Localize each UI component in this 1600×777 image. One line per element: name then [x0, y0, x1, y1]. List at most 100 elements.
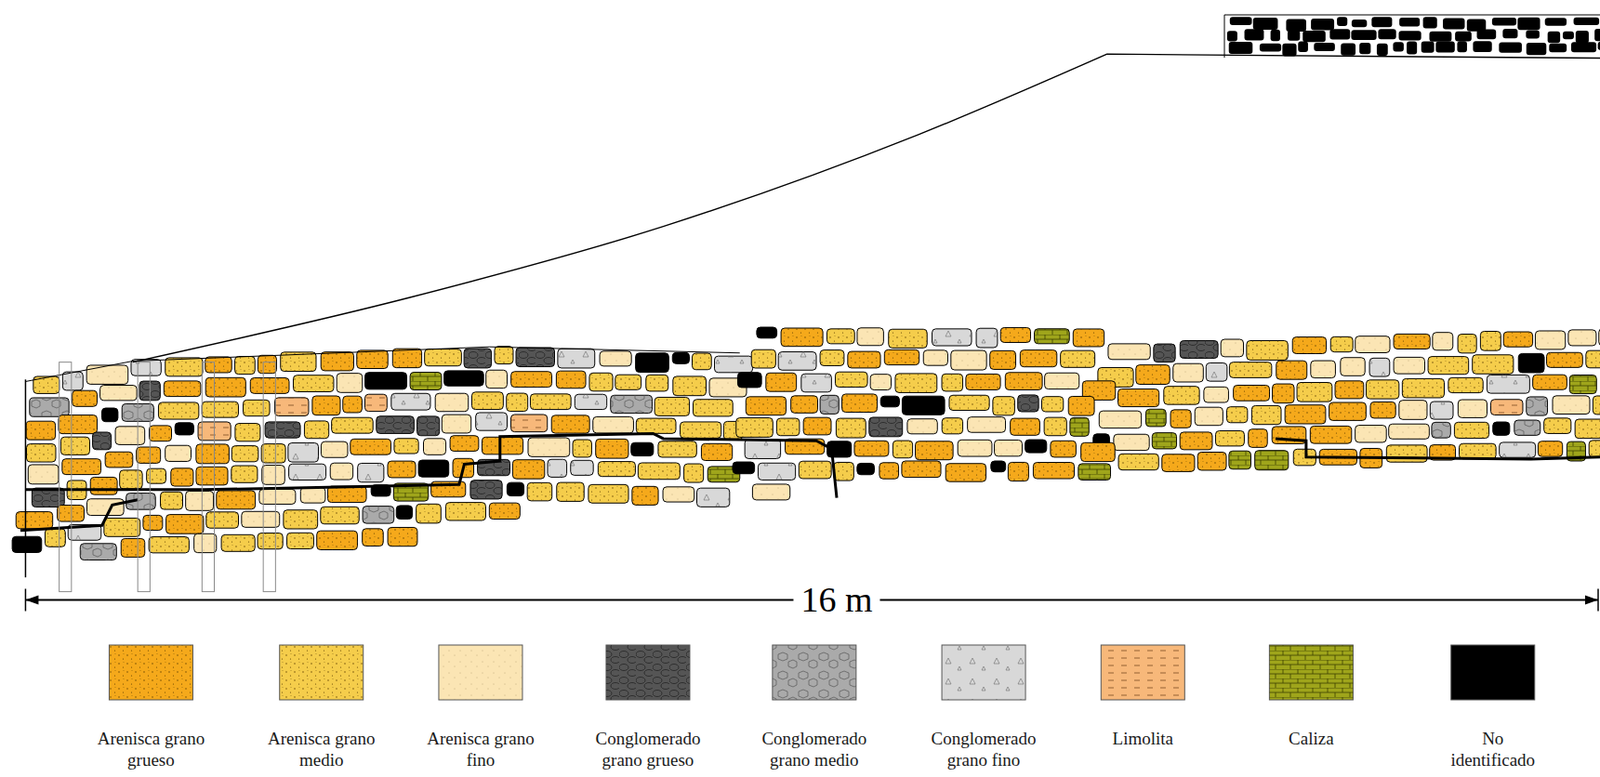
stone: [892, 440, 913, 459]
stone-fill: [895, 373, 938, 394]
stone-texture: [1179, 432, 1213, 450]
stone: [557, 348, 596, 369]
stone-fill: [778, 352, 817, 371]
stone: [444, 370, 485, 386]
stone-fill: [1098, 410, 1141, 428]
stone: [593, 416, 635, 434]
stone: [556, 482, 584, 502]
stone-texture: [1431, 422, 1451, 438]
stone: [528, 437, 570, 457]
stone: [1493, 422, 1510, 436]
stone-fill: [1272, 383, 1295, 404]
stone-texture: [160, 491, 184, 510]
stone-texture: [86, 499, 124, 516]
stone-texture: [1329, 402, 1367, 421]
stone-fill: [115, 426, 146, 446]
stone: [357, 462, 384, 482]
stone-texture: [635, 353, 670, 373]
stone-texture: [102, 408, 119, 423]
stone: [1220, 339, 1243, 358]
stone-texture: [801, 373, 833, 393]
stone-fill: [631, 442, 654, 456]
upper-stone: [1253, 17, 1279, 30]
stone-fill: [803, 417, 832, 436]
stone-texture: [1044, 417, 1067, 437]
stone-texture: [819, 395, 839, 414]
stone: [941, 373, 964, 392]
stone-texture: [1514, 420, 1541, 436]
stone-texture: [231, 446, 259, 463]
stone-fill: [635, 418, 676, 434]
stone: [572, 439, 592, 458]
stone-fill: [58, 415, 98, 435]
stone: [570, 460, 594, 476]
stone-texture: [158, 402, 199, 420]
stone-fill: [160, 491, 184, 510]
stone-texture: [990, 350, 1017, 370]
stone: [1534, 330, 1565, 350]
stone-texture: [1070, 417, 1089, 437]
stone-texture: [1229, 450, 1252, 470]
stone-texture: [362, 506, 395, 524]
upper-stone: [1270, 29, 1281, 42]
stone-texture: [471, 392, 503, 410]
stone: [697, 488, 730, 507]
stone-texture: [1499, 442, 1536, 458]
stone-fill: [1457, 334, 1477, 354]
stone-fill: [1153, 343, 1176, 363]
stone-texture: [136, 447, 161, 463]
swatch-texture: [1100, 645, 1185, 701]
stone: [216, 490, 256, 510]
stone-fill: [44, 528, 66, 547]
stone-fill: [494, 346, 514, 365]
upper-stone: [1350, 29, 1376, 40]
stone-fill: [62, 371, 83, 391]
stone: [1330, 336, 1353, 352]
stone-fill: [1518, 353, 1545, 373]
stone-fill: [801, 373, 833, 393]
stone-texture: [57, 505, 85, 523]
stone: [684, 463, 704, 483]
stone: [835, 418, 866, 438]
stone-texture: [235, 356, 256, 374]
stone-fill: [26, 421, 56, 440]
stone-texture: [1233, 384, 1270, 401]
stone-texture: [79, 543, 117, 561]
stone-texture: [1429, 401, 1454, 420]
stone-fill: [757, 462, 795, 480]
stone-texture: [1025, 439, 1047, 453]
upper-stone: [1562, 31, 1574, 40]
upper-stone: [1399, 17, 1420, 27]
stone-fill: [1486, 374, 1530, 394]
legend-label: Arenisca grano fino: [415, 728, 546, 772]
stone-texture: [60, 436, 90, 455]
stone-texture: [1537, 441, 1562, 457]
stone: [990, 350, 1017, 370]
stone-fill: [1493, 422, 1510, 436]
stone: [376, 416, 415, 435]
stone: [463, 348, 491, 369]
stone-texture: [1205, 362, 1228, 382]
stone-fill: [196, 444, 230, 464]
stone-fill: [257, 355, 277, 373]
stone: [166, 515, 204, 535]
stone-texture: [847, 351, 881, 369]
stone-texture: [1197, 452, 1227, 471]
stone-texture: [595, 438, 629, 459]
stone-fill: [409, 372, 442, 391]
stone: [423, 438, 447, 456]
stone-fill: [1569, 374, 1597, 394]
stone: [1518, 353, 1545, 373]
stone-fill: [1499, 442, 1536, 458]
stone-texture: [1296, 383, 1333, 403]
stone-texture: [120, 538, 146, 557]
stone-texture: [444, 370, 485, 386]
dimension-label: 16 m: [793, 579, 880, 621]
upper-stone: [1313, 42, 1336, 52]
stone-fill: [892, 440, 913, 459]
stone: [976, 328, 998, 348]
stone-fill: [1145, 409, 1166, 427]
stone-texture: [1010, 418, 1041, 436]
stone-texture: [1472, 355, 1514, 374]
stone: [901, 461, 941, 478]
